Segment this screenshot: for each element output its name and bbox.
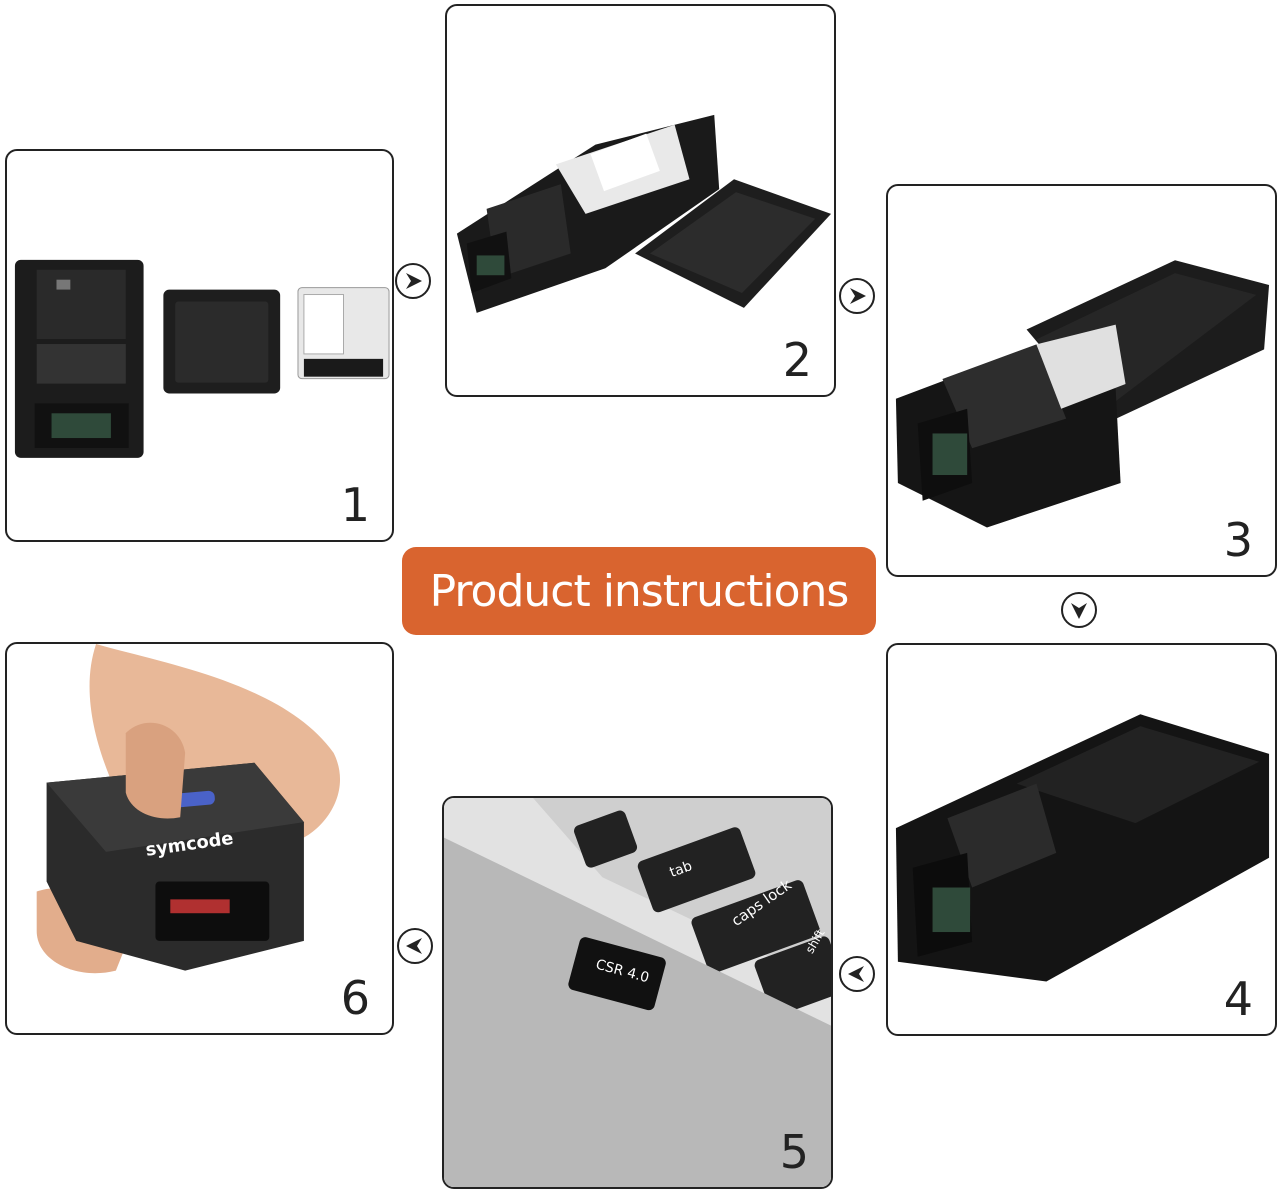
step-number: 4 [1223, 972, 1253, 1026]
step-3-panel: 3 [886, 184, 1277, 577]
arrow-right-icon [395, 263, 431, 299]
step-number: 2 [782, 333, 812, 387]
step-5-panel: tab caps lock shift CSR 4.0 5 [442, 796, 833, 1189]
arrow-left-icon [397, 928, 433, 964]
battery-inserted-photo [456, 114, 832, 313]
dongle-in-laptop-photo: tab caps lock shift CSR 4.0 [444, 798, 831, 1187]
tab-key-label: tab [668, 858, 695, 881]
step-number: 1 [340, 478, 370, 532]
step-number: 3 [1223, 513, 1253, 567]
product-instructions-banner: Product instructions [402, 547, 876, 635]
step-1-panel: 1 [5, 149, 394, 542]
arrow-right-icon [839, 278, 875, 314]
cover-sliding-photo [895, 260, 1270, 528]
arrow-left-icon [839, 956, 875, 992]
banner-title: Product instructions [429, 565, 850, 617]
hand-pressing-scanner-photo: symcode [36, 644, 341, 974]
arrow-down-icon [1061, 592, 1097, 628]
step-6-panel: symcode 6 [5, 642, 394, 1035]
step-number: 6 [340, 971, 370, 1025]
step-2-panel: 2 [445, 4, 836, 397]
step-number: 5 [779, 1125, 809, 1179]
step-4-panel: 4 [886, 643, 1277, 1036]
scanner-open-battery-photo [14, 259, 390, 458]
cover-closed-photo [895, 714, 1270, 982]
